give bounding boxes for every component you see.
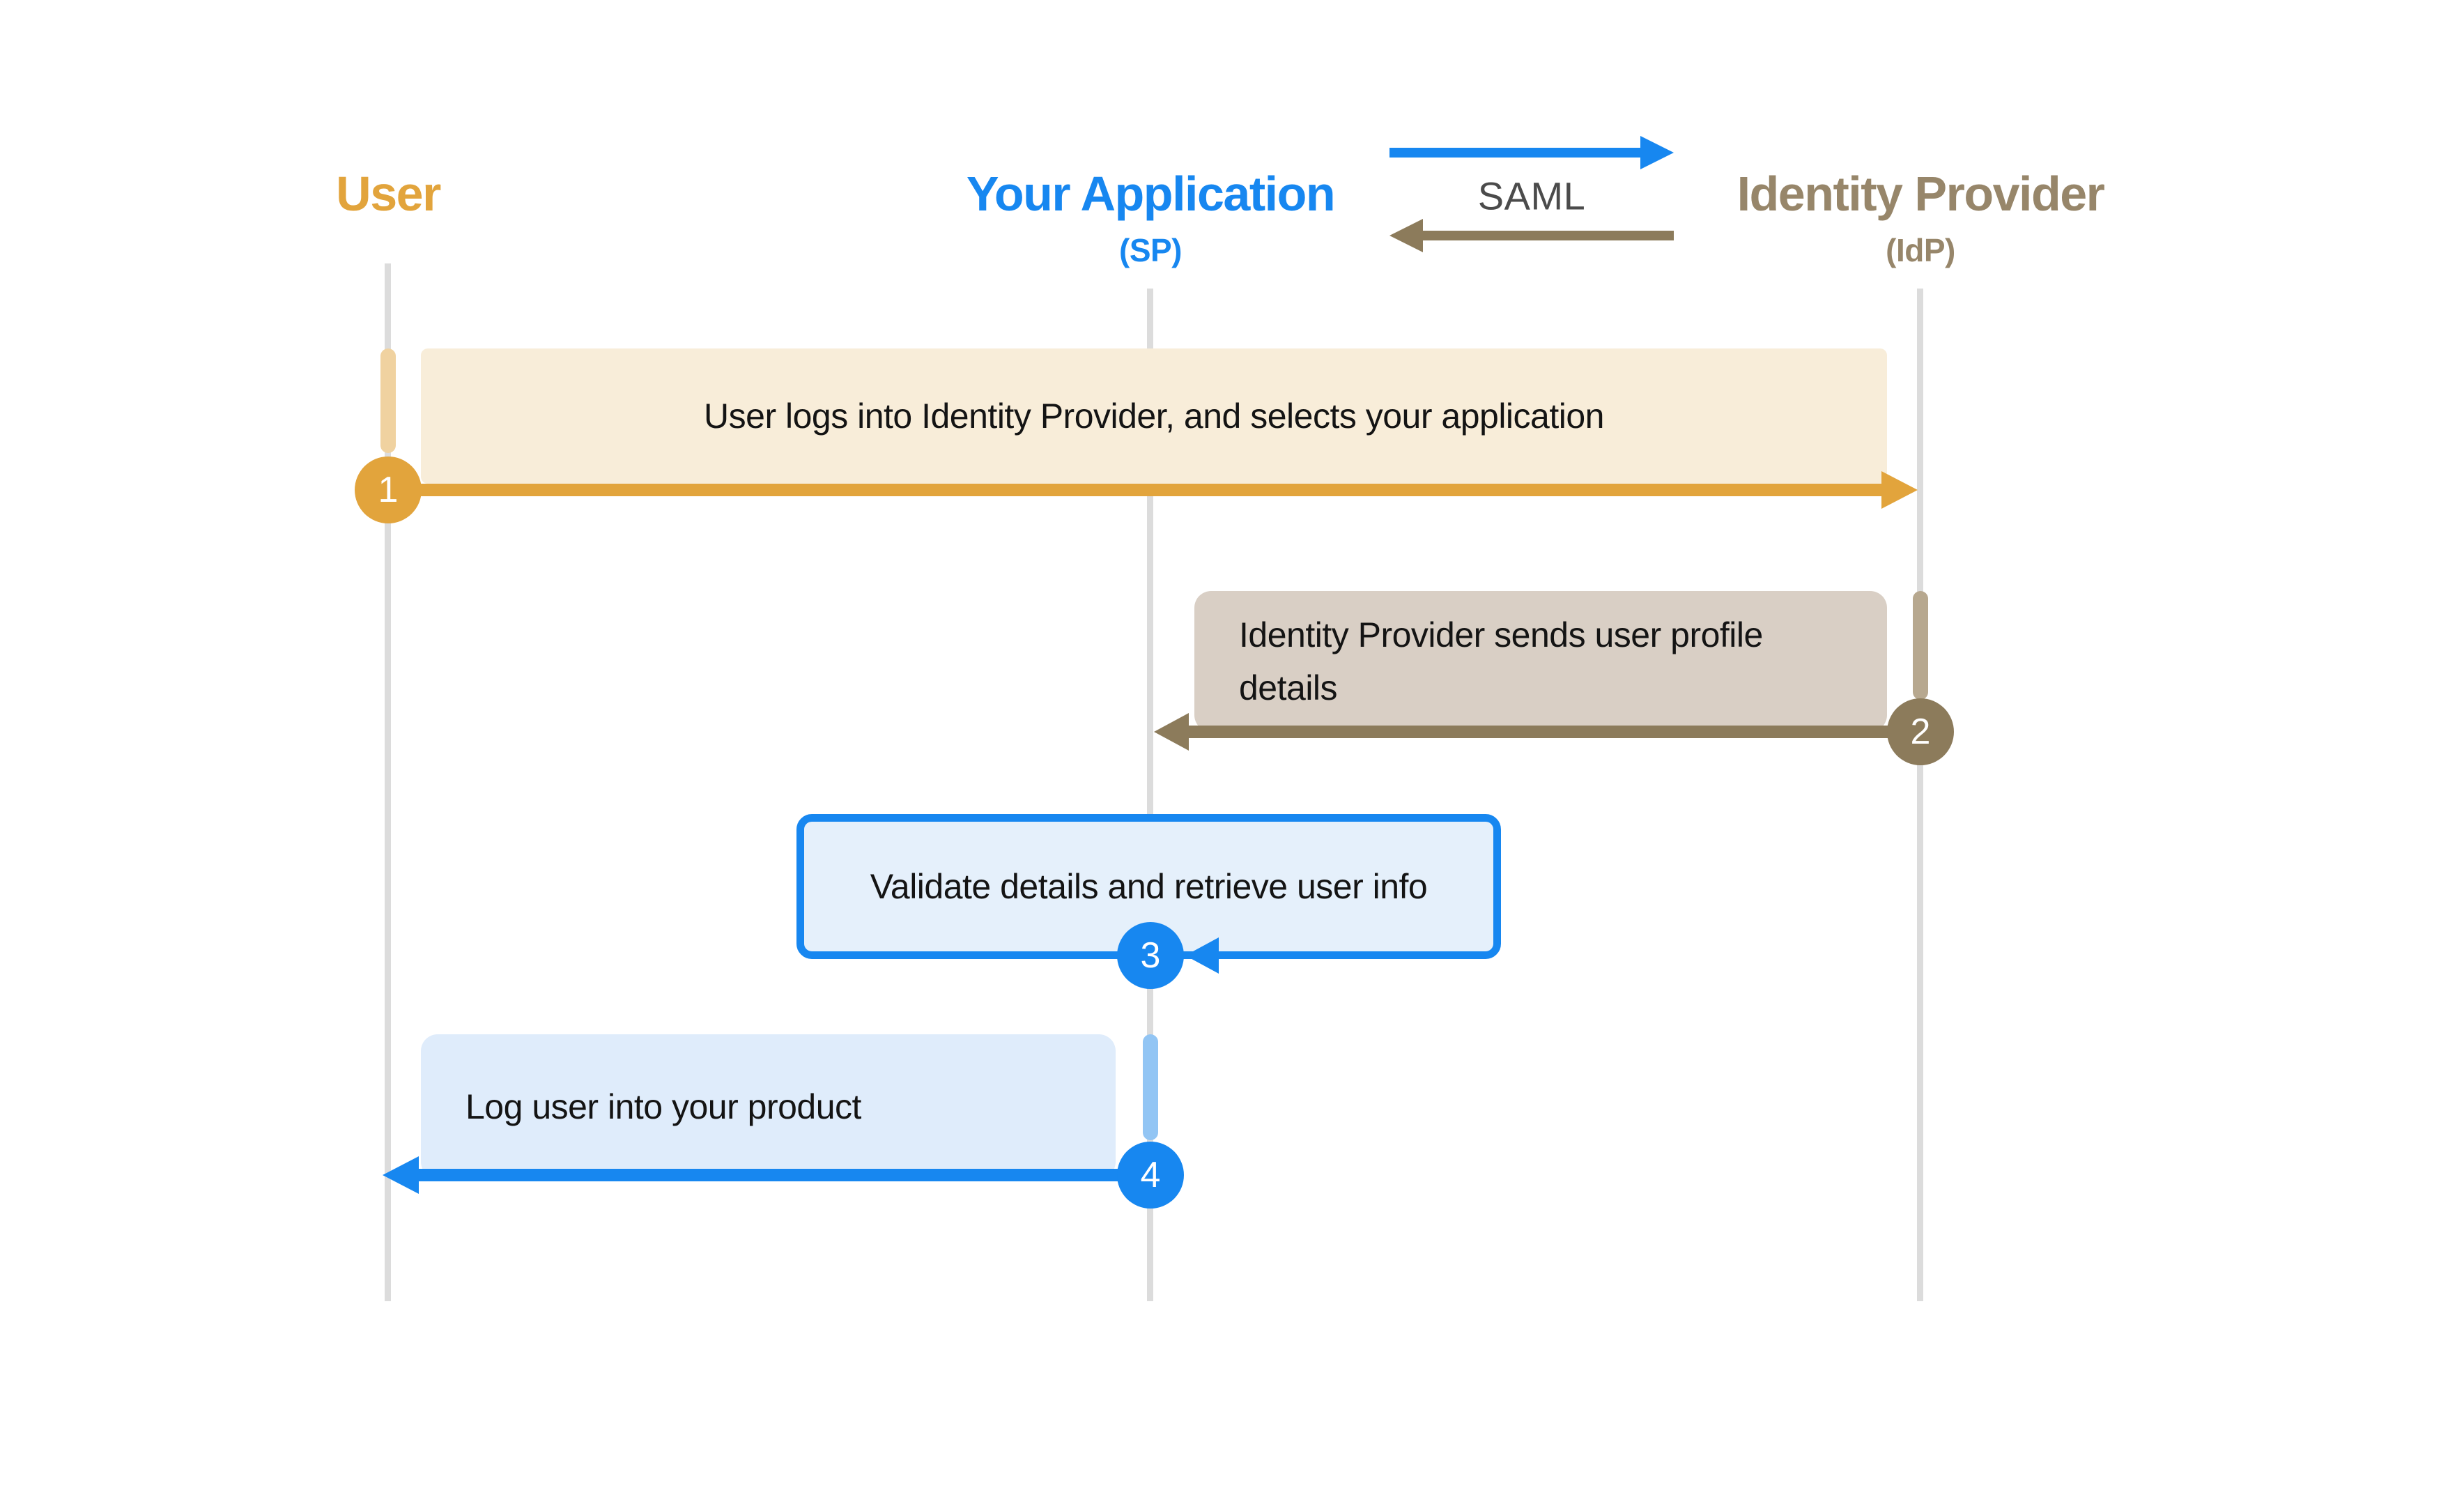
- step1-arrowhead-icon: [1881, 471, 1918, 509]
- step1-arrow-line: [388, 484, 1884, 496]
- step2-arrowhead-icon: [1154, 713, 1189, 751]
- application-actor-title: Your Application: [966, 167, 1336, 221]
- identity-provider-actor-title: Identity Provider: [1737, 167, 2105, 221]
- application-lifeline: [1147, 289, 1153, 1301]
- step1-note-box: User logs into Identity Provider, and se…: [421, 348, 1887, 484]
- step4-note-box: Log user into your product: [421, 1034, 1116, 1179]
- step4-message-text: Log user into your product: [465, 1087, 861, 1126]
- user-lifeline: [385, 263, 391, 1301]
- saml-left-arrow-line: [1422, 231, 1674, 240]
- step1-message-text: User logs into Identity Provider, and se…: [704, 397, 1604, 436]
- identity-provider-lifeline: [1917, 289, 1923, 1301]
- step4-number-badge: 4: [1117, 1142, 1184, 1209]
- step2-message-text-line2: details: [1239, 668, 1338, 707]
- step2-message-text-line1: Identity Provider sends user profile: [1239, 615, 1763, 654]
- user-activation-bar: [380, 348, 396, 453]
- step3-number-badge: 3: [1117, 922, 1184, 989]
- saml-right-arrow-line: [1389, 148, 1642, 158]
- saml-right-arrowhead-icon: [1640, 136, 1674, 169]
- step4-arrow-line: [417, 1169, 1150, 1181]
- application-activation-bar: [1143, 1034, 1158, 1140]
- saml-left-arrowhead-icon: [1389, 219, 1423, 252]
- step1-number-badge: 1: [355, 457, 422, 523]
- step2-number: 2: [1910, 712, 1931, 752]
- identity-provider-activation-bar: [1913, 591, 1928, 700]
- step1-number: 1: [378, 470, 399, 510]
- step2-number-badge: 2: [1887, 698, 1954, 765]
- step2-arrow-line: [1187, 726, 1920, 738]
- saml-protocol-label: SAML: [1477, 174, 1586, 218]
- application-actor-subtitle: (SP): [1119, 232, 1183, 268]
- step4-arrowhead-icon: [383, 1156, 419, 1194]
- step2-note-box: Identity Provider sends user profile det…: [1194, 591, 1887, 732]
- step3-number: 3: [1140, 935, 1161, 976]
- step3-arrowhead-icon: [1185, 937, 1219, 974]
- step3-message-text: Validate details and retrieve user info: [870, 867, 1428, 906]
- user-actor-title: User: [336, 167, 441, 221]
- step4-number: 4: [1140, 1155, 1161, 1195]
- identity-provider-actor-subtitle: (IdP): [1886, 232, 1955, 268]
